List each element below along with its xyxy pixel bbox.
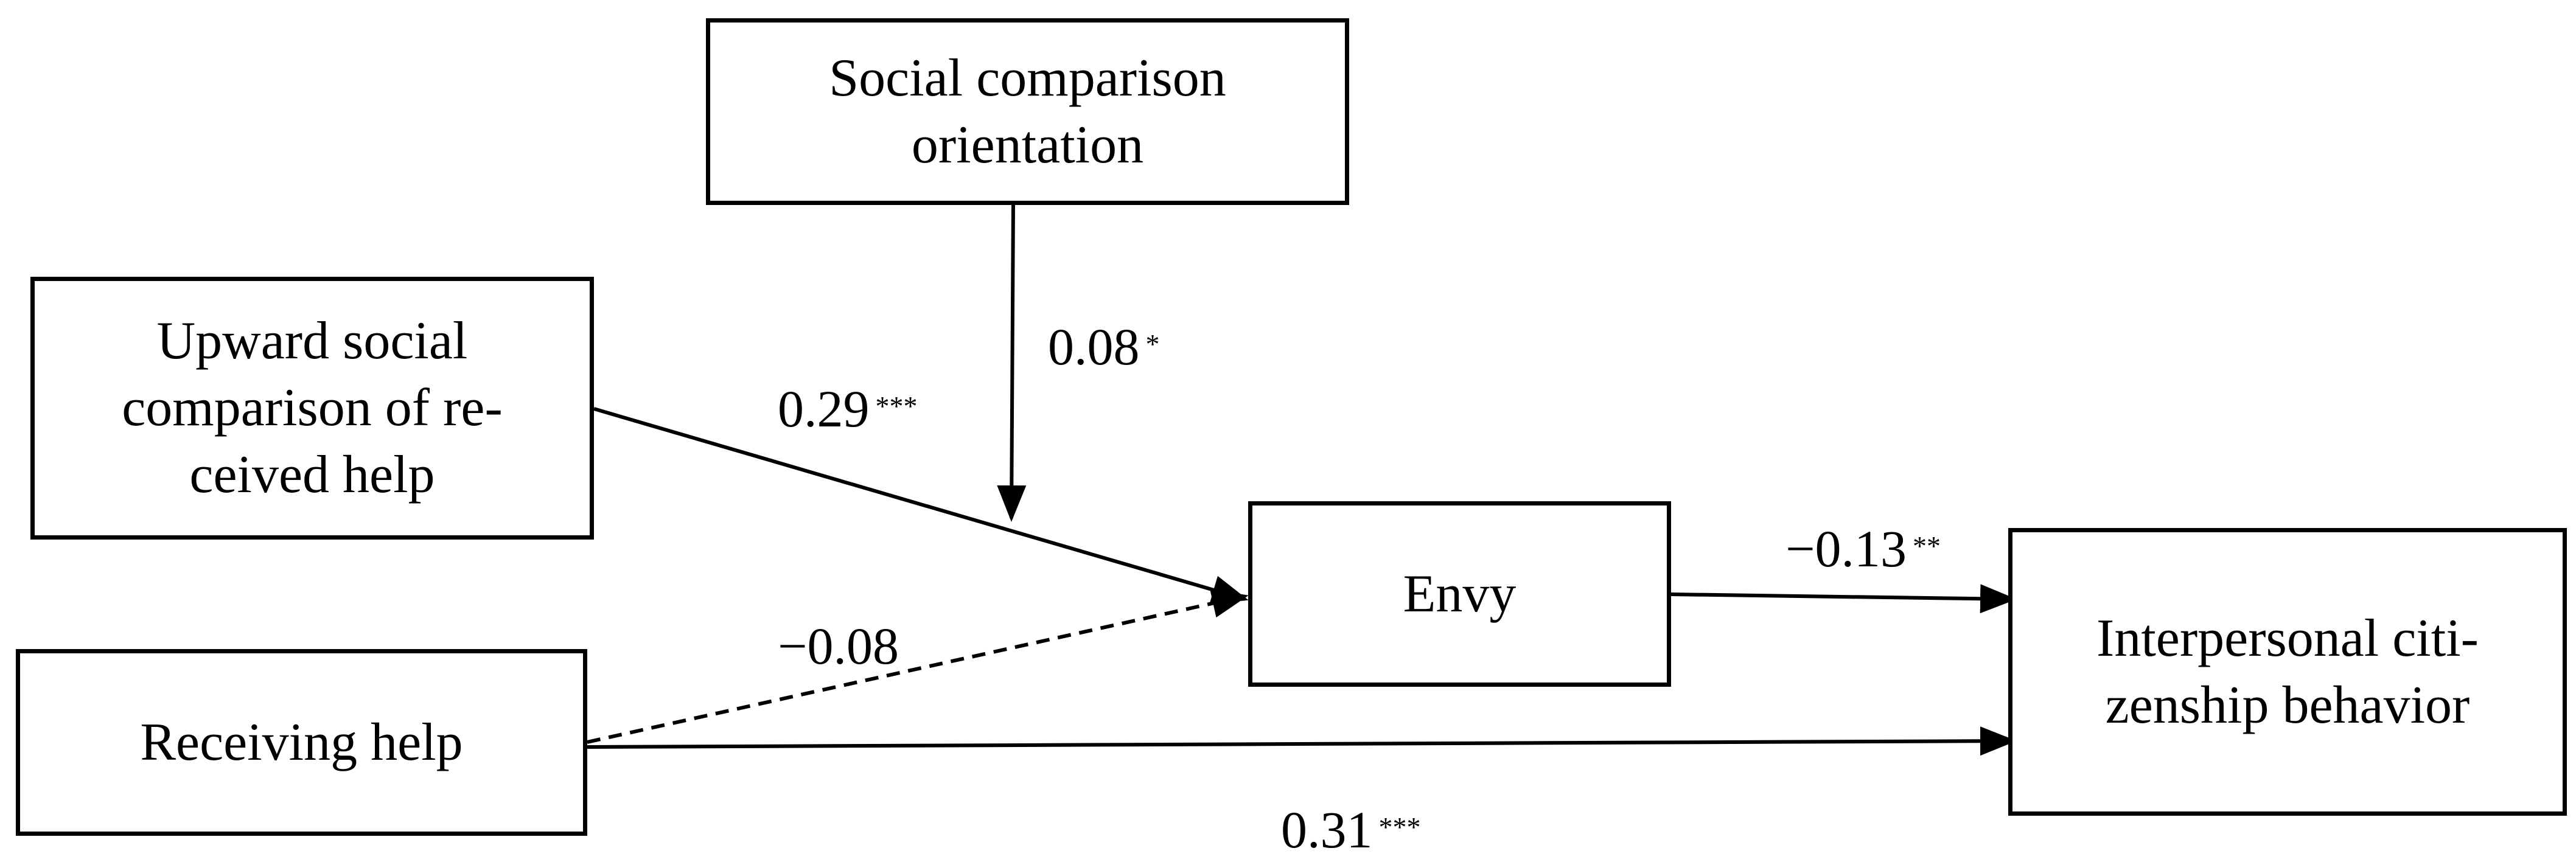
coef-receiving-to-envy: −0.08	[778, 616, 905, 676]
node-envy: Envy	[1248, 501, 1671, 687]
coef-value: 0.31	[1281, 801, 1373, 859]
node-line: Receiving help	[140, 712, 463, 772]
coef-significance: *	[1145, 328, 1160, 360]
node-line: zenship behavior	[2105, 675, 2470, 735]
node-line: comparison of re-	[122, 378, 503, 437]
node-line: Social comparison	[829, 48, 1226, 108]
node-line: ceived help	[189, 445, 435, 504]
coef-receiving-to-icb: 0.31***	[1281, 799, 1421, 860]
coef-significance: **	[1913, 530, 1941, 561]
coef-significance: ***	[1378, 811, 1421, 842]
coef-moderation: 0.08*	[1048, 316, 1160, 377]
node-upward-social-comparison: Upward social comparison of re- ceived h…	[30, 277, 594, 540]
coef-value: −0.08	[778, 617, 899, 675]
node-interpersonal-citizenship-behavior: Interpersonal citi- zenship behavior	[2008, 528, 2567, 816]
node-line: orientation	[911, 115, 1144, 175]
arrow-moderation	[997, 204, 1027, 522]
coef-value: 0.08	[1048, 318, 1140, 376]
arrow-receiving-to-envy	[587, 589, 1249, 744]
coef-value: −0.13	[1785, 519, 1907, 578]
arrow-receiving-to-icb	[587, 726, 2017, 756]
coef-value: 0.29	[778, 380, 870, 438]
node-social-comparison-orientation: Social comparison orientation	[706, 18, 1349, 205]
node-receiving-help: Receiving help	[16, 649, 587, 836]
node-line: Envy	[1403, 564, 1517, 624]
node-line: Upward social	[156, 311, 468, 370]
coef-significance: ***	[875, 391, 918, 422]
node-line: Interpersonal citi-	[2096, 608, 2479, 668]
arrow-envy-to-icb	[1670, 584, 2017, 614]
coef-envy-to-icb: −0.13**	[1785, 518, 1941, 579]
arrow-upward-to-envy	[593, 407, 1249, 604]
coef-upward-to-envy: 0.29***	[778, 378, 918, 439]
